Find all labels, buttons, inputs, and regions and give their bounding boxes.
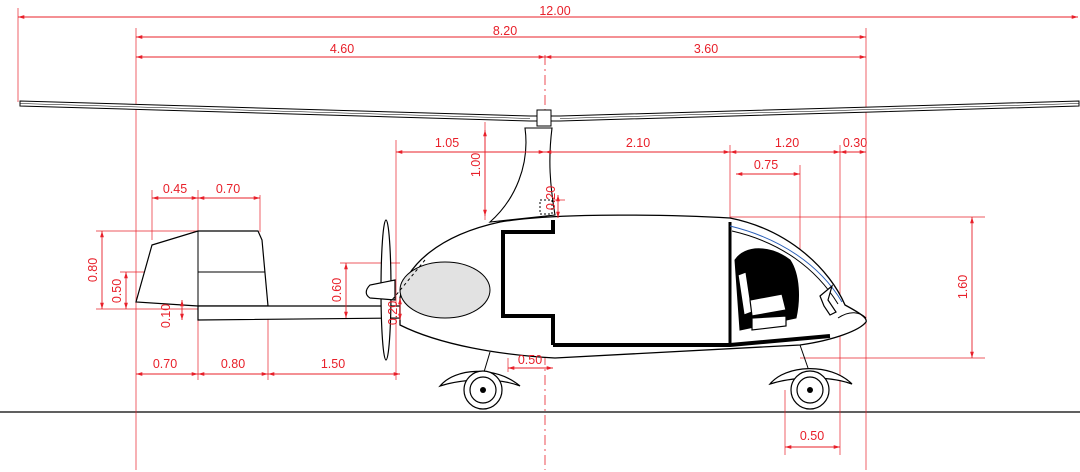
rotor-blade	[19, 100, 1080, 127]
tail-boom	[197, 305, 401, 321]
dim-rotor-diameter: 12.00	[539, 4, 570, 18]
dim-tail-span-a: 0.70	[153, 357, 177, 371]
canopy-blue	[729, 225, 843, 303]
dim-prop-diameter: 0.60	[330, 278, 344, 302]
rotor-hub	[536, 109, 552, 127]
dim-nose-tip: 0.30	[843, 136, 867, 150]
dim-overall-length: 8.20	[493, 24, 517, 38]
rear-compartment-outline	[501, 220, 555, 345]
dim-main-gear-offset: 0.50	[518, 353, 542, 367]
dim-boom-length: 1.50	[321, 357, 345, 371]
windshield-frame	[819, 284, 837, 316]
engine-cowl	[399, 261, 491, 319]
main-landing-gear	[438, 351, 521, 410]
dim-nose-gear-offset: 0.50	[800, 429, 824, 443]
dim-mast-to-cockpit: 2.10	[626, 136, 650, 150]
dim-mast-height: 1.00	[469, 153, 483, 177]
dimension-lines	[18, 15, 1078, 449]
dim-fin-height: 0.80	[86, 258, 100, 282]
dimension-labels: 12.00 8.20 4.60 3.60 1.05 2.10 1.20 0.30…	[86, 4, 970, 443]
tail-assembly	[135, 230, 401, 321]
dim-rotor-hub: 0.20	[544, 186, 558, 210]
dim-prop-to-mast: 1.05	[435, 136, 459, 150]
dim-mast-to-rear: 3.60	[694, 42, 718, 56]
dim-tail-span-b: 0.80	[221, 357, 245, 371]
dim-fuselage-height: 1.60	[956, 275, 970, 299]
dim-front-to-mast: 4.60	[330, 42, 354, 56]
propeller	[365, 219, 396, 361]
dim-stab-height: 0.50	[110, 279, 124, 303]
dim-cockpit-length: 1.20	[775, 136, 799, 150]
dim-fin-chord: 0.70	[216, 182, 240, 196]
propeller-spinner	[365, 279, 396, 301]
dim-boom-height: 0.10	[159, 304, 173, 328]
dim-seat-depth: 0.75	[754, 158, 778, 172]
dim-prop-hub-offset: 0.20	[386, 301, 400, 325]
dim-stab-chord: 0.45	[163, 182, 187, 196]
nose-landing-gear	[768, 344, 853, 410]
